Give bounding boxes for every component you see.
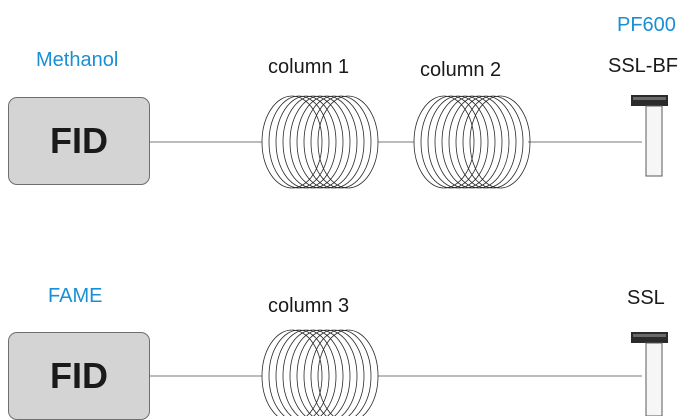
coil-loop	[268, 95, 330, 189]
coil-loop	[261, 329, 323, 416]
coil-loop	[303, 329, 365, 416]
coil-loop	[282, 329, 344, 416]
coil-loop	[413, 95, 475, 189]
coil-loop	[317, 95, 379, 189]
column-1-label: column 1	[268, 56, 350, 78]
coil-loop	[289, 329, 351, 416]
coil-loop	[317, 329, 379, 416]
coil-loop	[296, 329, 358, 416]
coil-loop	[455, 95, 517, 189]
coil-loop	[434, 95, 496, 189]
coil-loop	[303, 95, 365, 189]
column-1-coil-icon	[261, 95, 379, 189]
coil-loop	[441, 95, 503, 189]
fid-detector-fame: FID	[8, 332, 150, 420]
column-3-coil-icon	[261, 329, 379, 416]
methanol-label: Methanol	[36, 49, 119, 71]
coil-loop	[282, 95, 344, 189]
fame-label: FAME	[48, 285, 103, 307]
coil-loop	[296, 95, 358, 189]
coil-loop	[420, 95, 482, 189]
coil-loop	[310, 329, 372, 416]
coil-loop	[469, 95, 531, 189]
column-2-coil-icon	[413, 95, 531, 189]
column-2-label: column 2	[420, 59, 502, 81]
coil-loop	[268, 329, 330, 416]
injector-ssl-bf-icon	[631, 95, 668, 177]
column-3-label: column 3	[268, 295, 350, 317]
coil-loop	[289, 95, 351, 189]
coil-loop	[261, 95, 323, 189]
injector-ssl-icon	[631, 332, 668, 416]
coil-loop	[275, 329, 337, 416]
coil-loop	[448, 95, 510, 189]
ssl-bf-label: SSL-BF	[608, 55, 679, 77]
coil-loop	[427, 95, 489, 189]
fid-detector-methanol: FID	[8, 97, 150, 185]
coil-loop	[310, 95, 372, 189]
ssl-label: SSL	[627, 287, 665, 309]
coil-loop	[275, 95, 337, 189]
coil-loop	[462, 95, 524, 189]
pf600-label: PF600	[617, 14, 676, 36]
